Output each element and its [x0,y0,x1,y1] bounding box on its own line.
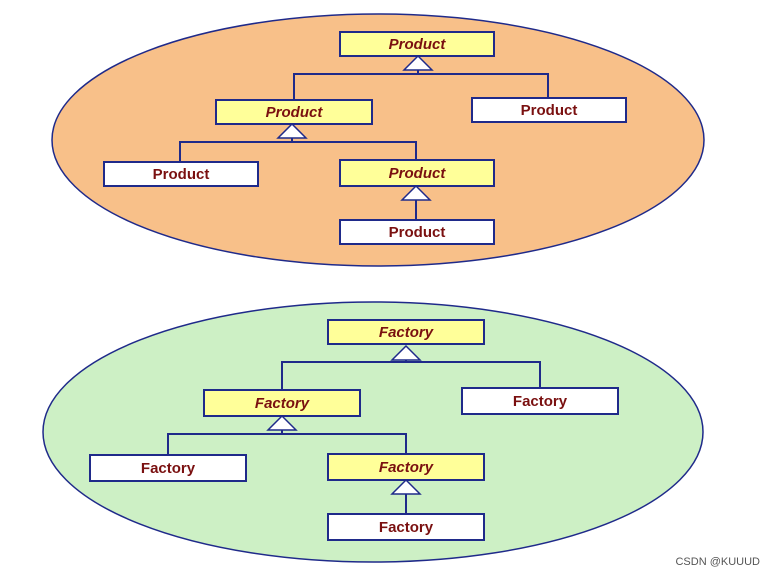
inheritance-arrow [276,122,308,139]
factory-mid-left-box: Factory [203,389,361,417]
inheritance-arrow [390,344,422,361]
product-mid-right-label: Product [389,165,447,182]
factory-mid-right-box: Factory [327,453,485,481]
product-leaf-left-label: Product [153,166,210,183]
inheritance-arrow [402,54,434,71]
product-root-box: Product [339,31,495,57]
factory-right-box: Factory [461,387,619,415]
inheritance-arrow [390,478,422,495]
factory-mid-right-label: Factory [379,459,434,476]
watermark: CSDN @KUUUD [675,556,760,568]
factory-bottom-box: Factory [327,513,485,541]
product-root-label: Product [389,36,447,53]
product-right-box: Product [471,97,627,123]
inheritance-arrow [400,184,432,201]
factory-mid-left-label: Factory [255,395,310,412]
product-mid-left-box: Product [215,99,373,125]
factory-leaf-left-box: Factory [89,454,247,482]
product-bottom-box: Product [339,219,495,245]
factory-leaf-left-label: Factory [141,460,196,477]
factory-root-box: Factory [327,319,485,345]
product-mid-left-label: Product [266,104,324,121]
factory-group-ellipse [42,301,704,563]
product-mid-right-box: Product [339,159,495,187]
product-right-label: Product [521,102,578,119]
inheritance-arrow [266,414,298,431]
product-leaf-left-box: Product [103,161,259,187]
factory-bottom-label: Factory [379,519,434,536]
factory-right-label: Factory [513,393,568,410]
product-group-ellipse [51,13,705,267]
factory-root-label: Factory [379,324,434,341]
product-bottom-label: Product [389,224,446,241]
